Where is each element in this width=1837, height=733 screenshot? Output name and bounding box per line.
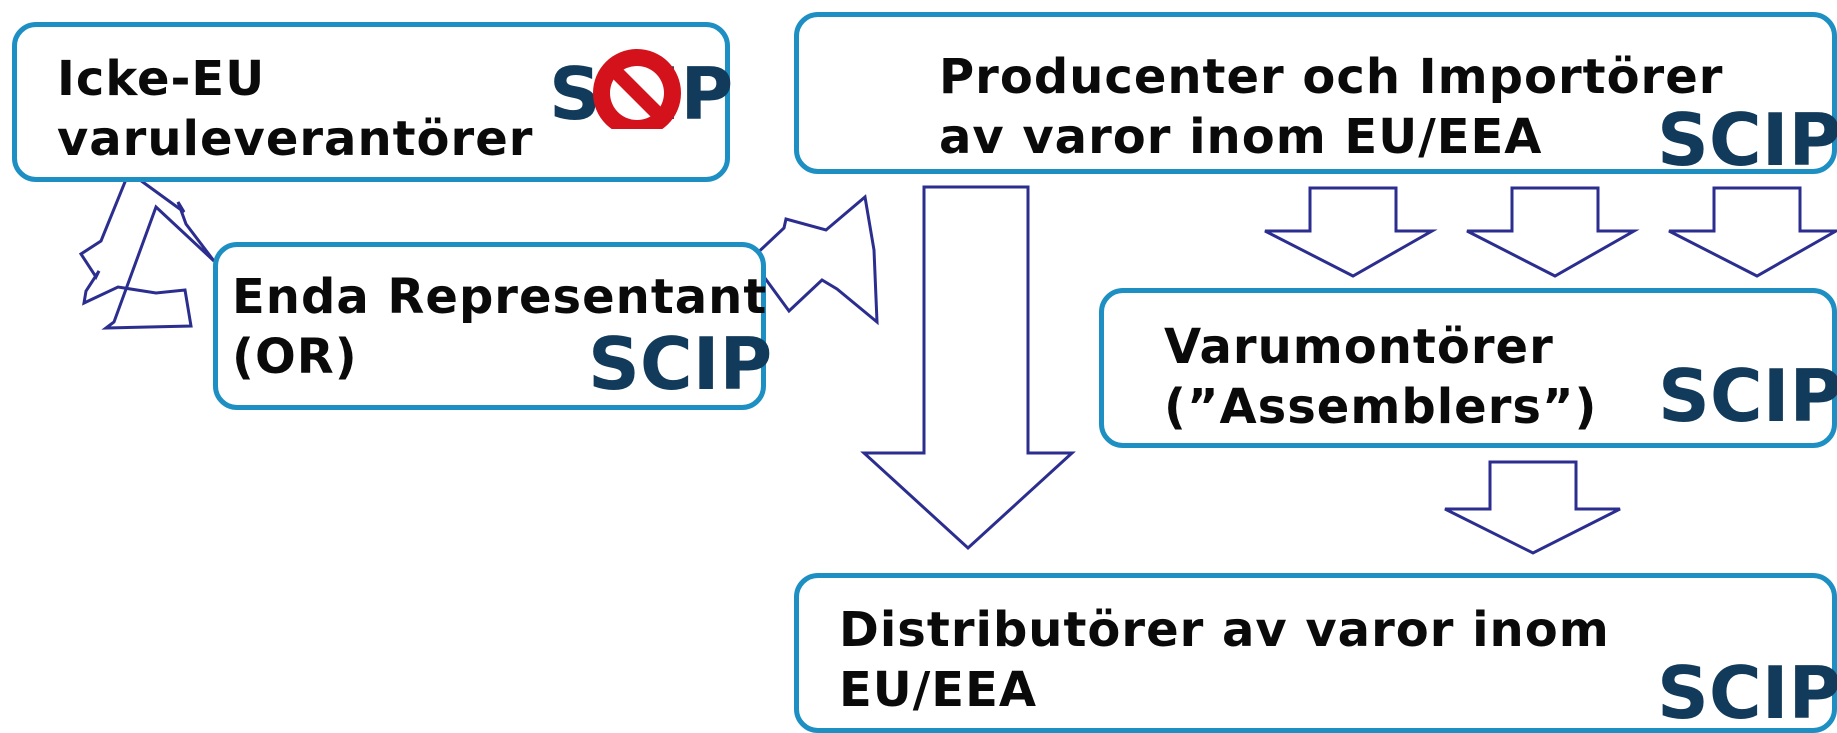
svg-text:SCIP: SCIP — [1657, 651, 1837, 728]
node-assemblers-label: Varumontörer (”Assemblers”) — [1164, 319, 1598, 435]
arrow-or-to-producers — [749, 194, 879, 326]
prohibition-icon — [593, 49, 681, 129]
arrow-producers-to-distributors — [860, 185, 1076, 551]
svg-text:SCIP: SCIP — [588, 322, 772, 399]
node-only-representative: Enda Representant (OR) SCIP — [213, 242, 772, 410]
arrow-producers-to-assemblers-2 — [1466, 186, 1640, 278]
node-non-eu-suppliers-label: Icke-EU varuleverantörer — [57, 51, 534, 167]
node-distributors-label: Distributörer av varor inom EU/EEA — [839, 602, 1610, 718]
scip-logo: SCIP — [1657, 98, 1837, 175]
scip-logo: SCIP — [1657, 651, 1837, 728]
node-only-representative-label: Enda Representant (OR) — [232, 269, 768, 385]
svg-text:SCIP: SCIP — [1657, 98, 1837, 175]
scip-logo: SCIP — [1658, 354, 1837, 431]
arrow-producers-to-assemblers-3 — [1668, 186, 1837, 278]
scip-logo-prohibited: SCIP — [549, 49, 733, 129]
node-non-eu-suppliers: Icke-EU varuleverantörer SCIP — [12, 22, 733, 182]
node-producers-importers: Producenter och Importörer av varor inom… — [794, 12, 1837, 175]
node-assemblers: Varumontörer (”Assemblers”) SCIP — [1099, 288, 1837, 448]
arrow-producers-to-assemblers-1 — [1264, 186, 1438, 278]
arrow-non-eu-to-or — [78, 169, 216, 330]
arrow-assemblers-to-distributors — [1444, 460, 1621, 555]
node-producers-importers-label: Producenter och Importörer av varor inom… — [939, 49, 1724, 165]
scip-logo: SCIP — [588, 322, 772, 399]
node-distributors: Distributörer av varor inom EU/EEA SCIP — [794, 573, 1837, 733]
svg-text:SCIP: SCIP — [1658, 354, 1837, 431]
